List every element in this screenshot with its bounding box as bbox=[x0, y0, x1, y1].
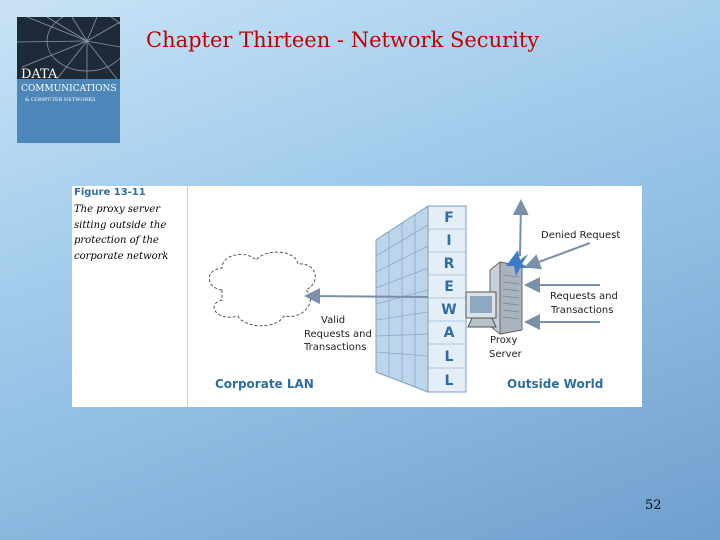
denied-request-label: Denied Request bbox=[541, 230, 620, 241]
firewall-letter: W bbox=[441, 302, 456, 318]
outside-world-label: Outside World bbox=[507, 377, 603, 391]
page-number: 52 bbox=[645, 498, 662, 513]
firewall-letter: L bbox=[445, 373, 454, 389]
book-cover-photo bbox=[17, 17, 120, 79]
proxy-label-line1: Proxy bbox=[490, 335, 517, 346]
book-cover-image: DATA COMMUNICATIONS & COMPUTER NETWORKS bbox=[17, 17, 120, 143]
book-title-line2: COMMUNICATIONS bbox=[21, 84, 117, 94]
requests-label-line1: Requests and bbox=[550, 291, 618, 302]
valid-label-line2: Requests and bbox=[304, 329, 372, 340]
book-title-line1: DATA bbox=[21, 67, 58, 82]
denied-up-arrow bbox=[512, 199, 529, 257]
figure-caption: Figure 13-11 The proxy server sitting ou… bbox=[72, 186, 188, 407]
firewall-letter: R bbox=[444, 256, 455, 272]
incoming-request-arrow-top bbox=[524, 242, 591, 270]
cloud-icon bbox=[208, 251, 316, 327]
firewall-letter: E bbox=[444, 279, 454, 295]
firewall-letter: F bbox=[444, 210, 454, 226]
corporate-lan-label: Corporate LAN bbox=[215, 377, 314, 391]
figure-number: Figure 13-11 bbox=[74, 187, 146, 198]
book-cover-band bbox=[17, 79, 120, 143]
proxy-label-line2: Server bbox=[489, 349, 523, 360]
denied-request-spark-icon bbox=[506, 250, 530, 276]
figure-caption-text: The proxy server sitting outside the pro… bbox=[74, 204, 169, 262]
firewall-wall bbox=[375, 205, 467, 393]
firewall-letter: A bbox=[444, 325, 455, 341]
antenna-dish-graphic bbox=[17, 17, 120, 79]
firewall-letter: I bbox=[446, 233, 451, 249]
slide-title: Chapter Thirteen - Network Security bbox=[146, 28, 540, 52]
firewall-letter: L bbox=[445, 349, 454, 365]
valid-request-arrow bbox=[304, 288, 429, 305]
book-title-line3: & COMPUTER NETWORKS bbox=[25, 97, 96, 103]
proxy-server-icon bbox=[465, 261, 523, 335]
valid-label-line1: Valid bbox=[321, 315, 345, 326]
requests-label-line2: Transactions bbox=[550, 305, 613, 316]
valid-label-line3: Transactions bbox=[303, 342, 366, 353]
